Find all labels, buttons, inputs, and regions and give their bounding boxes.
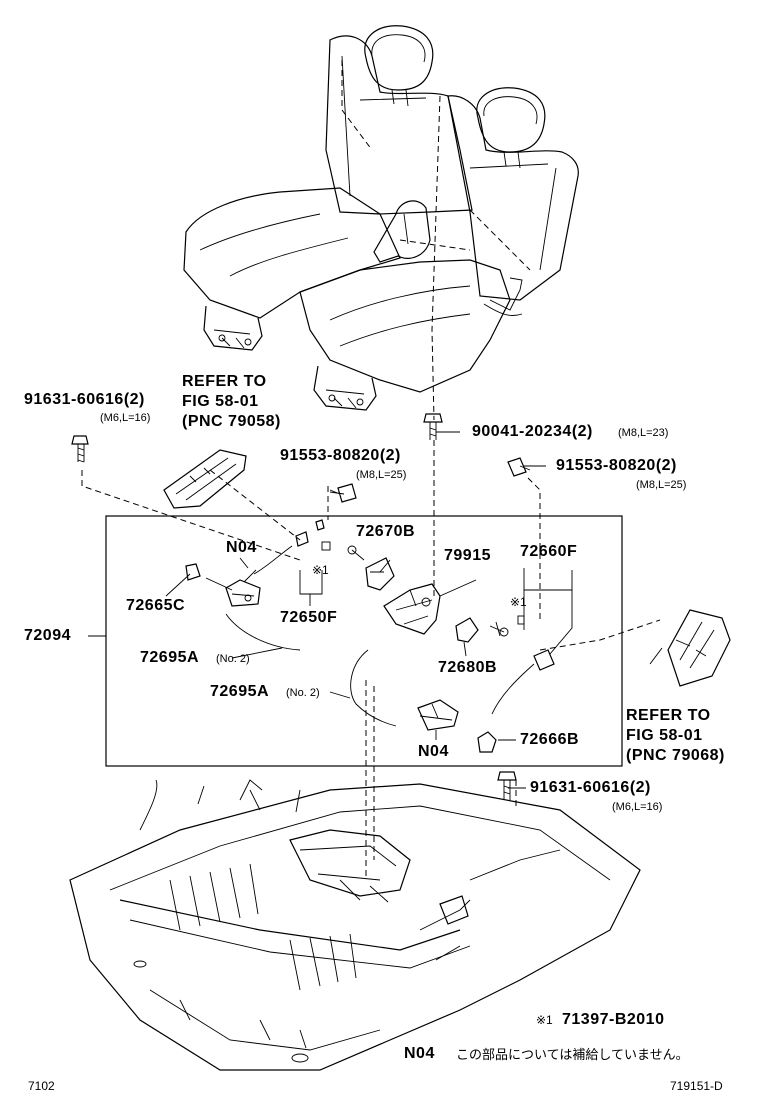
label-72695a-1: 72695A <box>140 649 200 666</box>
part-n04-top <box>205 569 261 607</box>
bolt-91553-mid <box>329 483 357 503</box>
footnote-1-mark: ※1 <box>536 1013 553 1027</box>
note-mark-72650f: ※1 <box>312 563 329 577</box>
label-91631-bottom-spec: (M6,L=16) <box>612 801 663 813</box>
label-72094: 72094 <box>24 627 71 644</box>
rear-seat-illustration <box>183 25 579 421</box>
label-72680b: 72680B <box>438 659 498 676</box>
label-79915: 79915 <box>444 547 491 564</box>
note-mark-72660f: ※1 <box>510 595 527 609</box>
part-n04-bottom <box>417 699 459 731</box>
component-parts <box>71 413 731 800</box>
footnote-n04-code: N04 <box>404 1045 435 1062</box>
label-72666b: 72666B <box>520 731 580 748</box>
page-code-right: 719151-D <box>670 1079 723 1093</box>
label-91631-bottom: 91631-60616(2) <box>530 779 651 796</box>
label-91553-mid: 91553-80820(2) <box>280 447 401 464</box>
bolt-91631-top <box>71 435 89 463</box>
bolt-90041 <box>423 413 443 440</box>
footnote-1-part: 71397-B2010 <box>562 1011 665 1028</box>
part-72670b <box>347 545 395 591</box>
label-refer-left-line3: (PNC 79058) <box>182 413 281 430</box>
label-refer-left-line2: FIG 58-01 <box>182 393 259 410</box>
part-72650f <box>253 519 331 575</box>
label-72660f: 72660F <box>520 543 578 560</box>
part-72666b <box>477 731 497 753</box>
assembly-frame-72094 <box>105 515 623 767</box>
label-90041-spec: (M8,L=23) <box>618 427 669 439</box>
refer-bracket-right <box>667 609 731 687</box>
part-79915 <box>383 583 441 635</box>
label-72695a-2: 72695A <box>210 683 270 700</box>
footnote-n04-text: この部品については補給していません。 <box>456 1048 689 1063</box>
label-72695a-1-spec: (No. 2) <box>216 653 250 665</box>
label-72670b: 72670B <box>356 523 416 540</box>
label-72650f: 72650F <box>280 609 338 626</box>
label-refer-right-line3: (PNC 79068) <box>626 747 725 764</box>
cable-72695a-2 <box>350 649 397 727</box>
part-72660f <box>491 615 555 715</box>
label-72665c: 72665C <box>126 597 186 614</box>
label-91553-right-spec: (M8,L=25) <box>636 479 687 491</box>
label-refer-right-line2: FIG 58-01 <box>626 727 703 744</box>
label-refer-right-line1: REFER TO <box>626 707 711 724</box>
cable-72695a-1 <box>225 613 301 651</box>
label-91553-right: 91553-80820(2) <box>556 457 677 474</box>
part-72665c <box>185 563 201 581</box>
leader-lines <box>81 431 663 880</box>
label-72695a-2-spec: (No. 2) <box>286 687 320 699</box>
label-90041: 90041-20234(2) <box>472 423 593 440</box>
label-refer-left-line1: REFER TO <box>182 373 267 390</box>
label-91553-mid-spec: (M8,L=25) <box>356 469 407 481</box>
label-n04-top: N04 <box>226 539 257 556</box>
label-n04-bottom: N04 <box>418 743 449 760</box>
refer-bracket-left <box>163 449 247 509</box>
part-72680b <box>455 617 509 643</box>
page-code-left: 7102 <box>28 1079 55 1093</box>
bolt-91631-bottom <box>497 771 517 800</box>
bolt-91553-right <box>507 457 531 477</box>
label-91631-top-spec: (M6,L=16) <box>100 412 151 424</box>
floor-pan-illustration <box>69 779 641 1071</box>
label-91631-top: 91631-60616(2) <box>24 391 145 408</box>
